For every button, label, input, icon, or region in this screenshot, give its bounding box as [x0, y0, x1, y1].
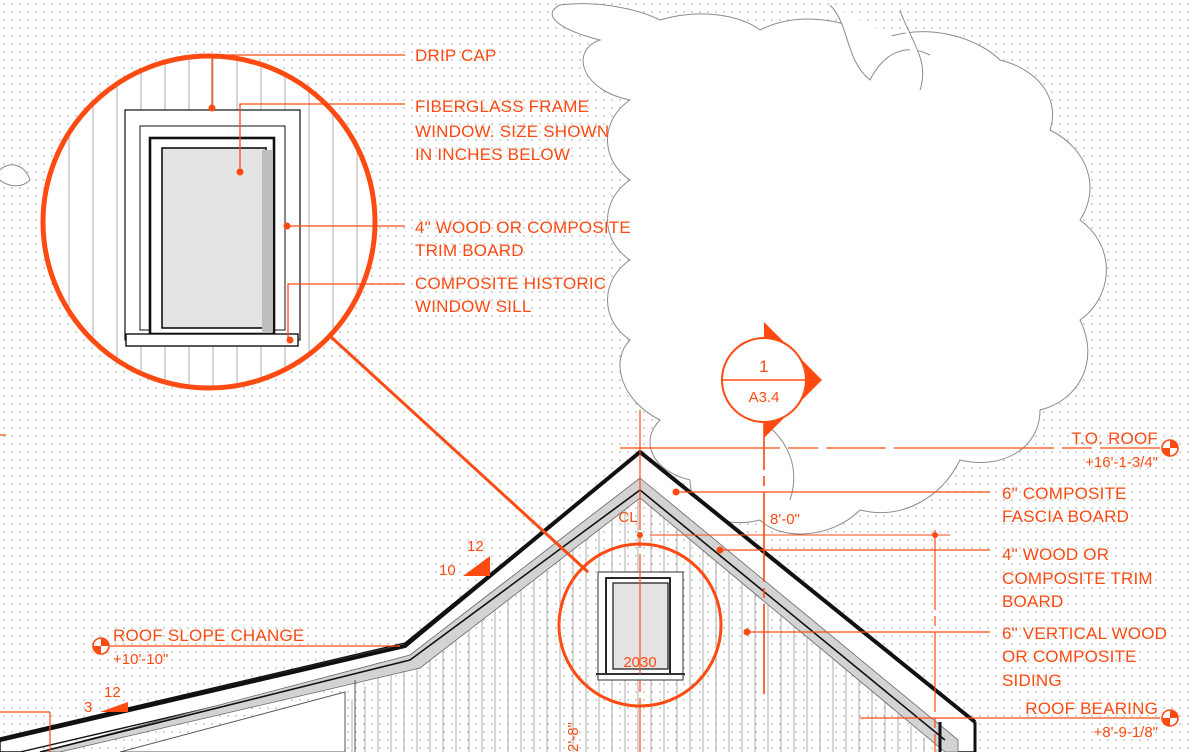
dimension-lines — [0, 410, 1160, 752]
window-label-line3: IN INCHES BELOW — [415, 145, 570, 164]
sill-label-line1: COMPOSITE HISTORIC — [415, 274, 606, 293]
trim-label-line2: TRIM BOARD — [415, 241, 524, 260]
pitch-symbols — [100, 556, 490, 712]
level-markers — [92, 439, 1179, 727]
fascia-label-line2: FASCIA BOARD — [1002, 507, 1129, 526]
siding-label-line2: OR COMPOSITE — [1002, 647, 1137, 666]
lower-pitch-triangle — [100, 702, 128, 712]
lower-dimension: 2'-8" — [565, 722, 582, 752]
roof-bearing-elevation: +8'-9-1/8" — [1094, 724, 1158, 741]
slope-change-level-icon — [92, 637, 110, 655]
main-pitch-run: 10 — [439, 562, 456, 579]
trim2-label-line1: 4" WOOD OR — [1002, 545, 1109, 564]
slope-change-label: ROOF SLOPE CHANGE — [113, 626, 304, 645]
to-roof-level-icon — [1161, 439, 1179, 457]
roof-bearing-level-icon — [1161, 709, 1179, 727]
lower-pitch-rise: 12 — [104, 684, 121, 701]
trim2-label-line3: BOARD — [1002, 592, 1063, 611]
trim2-label-line2: COMPOSITE TRIM — [1002, 569, 1153, 588]
window-tag: 2030 — [623, 654, 656, 671]
callout-labels: DRIP CAP FIBERGLASS FRAME WINDOW. SIZE S… — [415, 46, 1167, 690]
sill-label-line2: WINDOW SILL — [415, 297, 532, 316]
section-number: 1 — [759, 357, 769, 376]
window-label-line1: FIBERGLASS FRAME — [415, 97, 589, 116]
marker-labels: 1 A3.4 8'-0" 2'-8" CL 2030 12 10 12 3 — [84, 357, 800, 752]
slope-change-elevation: +10'-10" — [113, 651, 168, 668]
roof-bearing-label: ROOF BEARING — [1025, 699, 1158, 718]
section-sheet: A3.4 — [749, 389, 780, 406]
main-pitch-triangle — [463, 556, 490, 576]
window-label-line2: WINDOW. SIZE SHOWN — [415, 122, 609, 141]
ridge-height-dimension: 8'-0" — [770, 511, 800, 528]
trim-label-line1: 4" WOOD OR COMPOSITE — [415, 218, 631, 237]
lower-pitch-run: 3 — [84, 699, 92, 716]
to-roof-elevation: +16'-1-3/4" — [1085, 454, 1158, 471]
detail-enlargement — [43, 56, 375, 388]
tree-outline — [0, 3, 1107, 535]
to-roof-label: T.O. ROOF — [1071, 429, 1158, 448]
siding-label-line3: SIDING — [1002, 671, 1062, 690]
section-marker — [721, 322, 822, 700]
fascia-label-line1: 6" COMPOSITE — [1002, 484, 1127, 503]
roof-leaders — [672, 488, 990, 636]
siding-label-line1: 6" VERTICAL WOOD — [1002, 624, 1167, 643]
level-labels: T.O. ROOF +16'-1-3/4" ROOF SLOPE CHANGE … — [113, 429, 1158, 741]
drip-cap-label: DRIP CAP — [415, 46, 497, 65]
main-pitch-rise: 12 — [467, 538, 484, 555]
centerline-label: CL — [618, 509, 637, 526]
detail-leaders — [208, 54, 405, 344]
